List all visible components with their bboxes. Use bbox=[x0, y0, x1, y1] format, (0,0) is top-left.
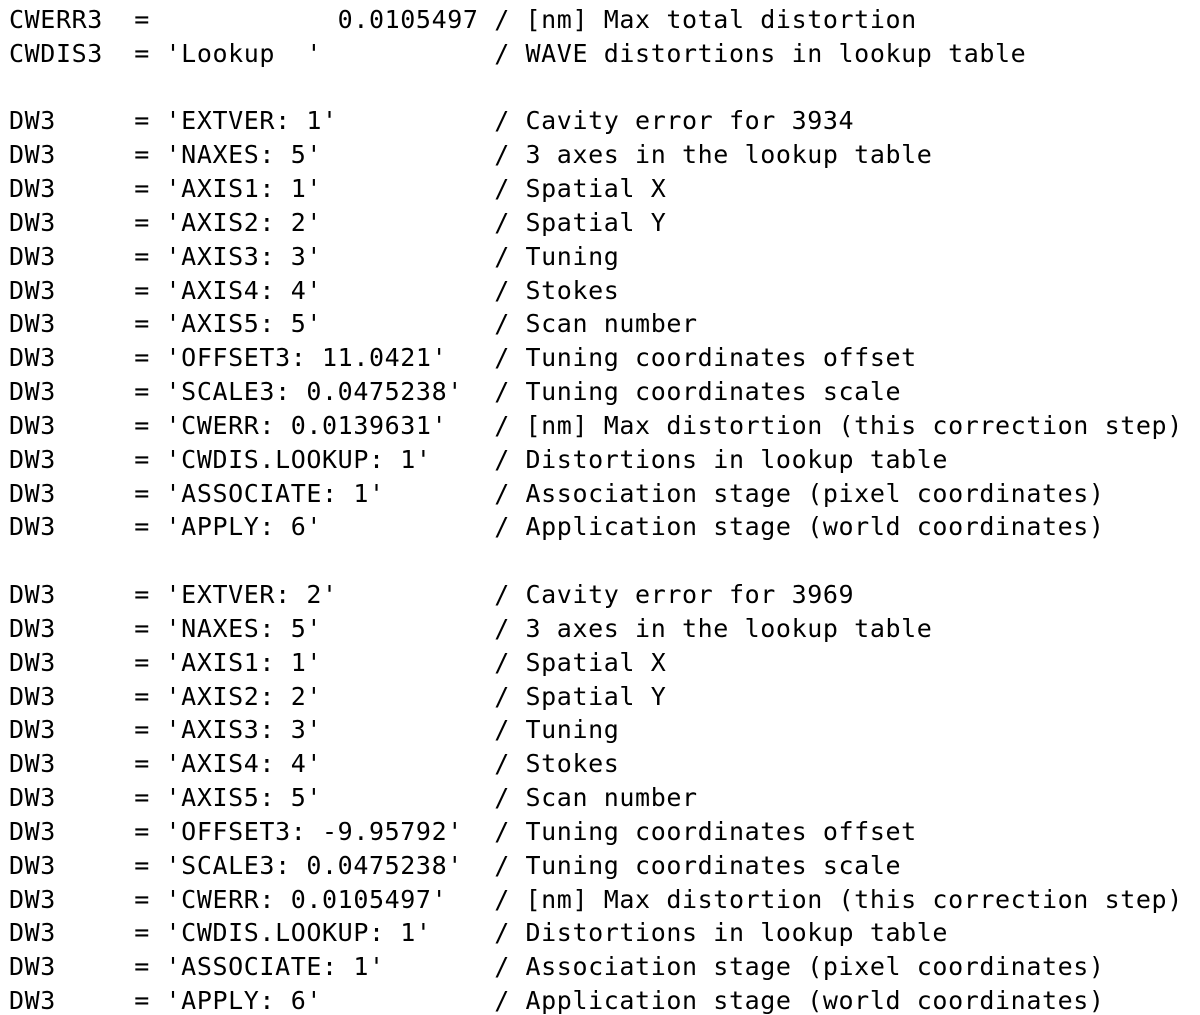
fits-card-line: DW3 = 'AXIS5: 5' / Scan number bbox=[9, 783, 698, 813]
fits-card-line: DW3 = 'CWDIS.LOOKUP: 1' / Distortions in… bbox=[9, 444, 949, 474]
fits-card-line: DW3 = 'AXIS2: 2' / Spatial Y bbox=[9, 207, 667, 237]
fits-card-line: CWDIS3 = 'Lookup ' / WAVE distortions in… bbox=[9, 38, 1027, 68]
fits-card-line: DW3 = 'CWDIS.LOOKUP: 1' / Distortions in… bbox=[9, 918, 949, 948]
fits-card-line: CWERR3 = 0.0105497 / [nm] Max total dist… bbox=[9, 5, 917, 34]
fits-card-line: DW3 = 'OFFSET3: 11.0421' / Tuning coordi… bbox=[9, 343, 917, 373]
fits-card-line: DW3 = 'OFFSET3: -9.95792' / Tuning coord… bbox=[9, 816, 917, 846]
fits-card-line: DW3 = 'CWERR: 0.0105497' / [nm] Max dist… bbox=[9, 884, 1183, 914]
fits-card-line: DW3 = 'AXIS3: 3' / Tuning bbox=[9, 715, 620, 745]
fits-card-line: DW3 = 'AXIS2: 2' / Spatial Y bbox=[9, 681, 667, 711]
fits-card-line: DW3 = 'AXIS1: 1' / Spatial X bbox=[9, 174, 667, 204]
fits-card-line: DW3 = 'AXIS4: 4' / Stokes bbox=[9, 275, 620, 305]
fits-card-line: DW3 = 'AXIS5: 5' / Scan number bbox=[9, 309, 698, 339]
fits-card-line: DW3 = 'APPLY: 6' / Application stage (wo… bbox=[9, 986, 1105, 1015]
fits-card-line: DW3 = 'AXIS3: 3' / Tuning bbox=[9, 241, 620, 271]
fits-card-line: DW3 = 'CWERR: 0.0139631' / [nm] Max dist… bbox=[9, 410, 1183, 440]
fits-card-line: DW3 = 'APPLY: 6' / Application stage (wo… bbox=[9, 512, 1105, 542]
blank-line bbox=[9, 71, 1200, 105]
fits-card-line: DW3 = 'AXIS4: 4' / Stokes bbox=[9, 749, 620, 779]
blank-line bbox=[9, 544, 1200, 578]
fits-card-line: DW3 = 'ASSOCIATE: 1' / Association stage… bbox=[9, 478, 1105, 508]
fits-card-line: DW3 = 'SCALE3: 0.0475238' / Tuning coord… bbox=[9, 377, 902, 407]
fits-card-line: DW3 = 'NAXES: 5' / 3 axes in the lookup … bbox=[9, 140, 933, 170]
fits-card-line: DW3 = 'NAXES: 5' / 3 axes in the lookup … bbox=[9, 613, 933, 643]
fits-card-line: DW3 = 'EXTVER: 1' / Cavity error for 393… bbox=[9, 106, 855, 136]
fits-card-line: DW3 = 'AXIS1: 1' / Spatial X bbox=[9, 647, 667, 677]
fits-card-line: DW3 = 'SCALE3: 0.0475238' / Tuning coord… bbox=[9, 850, 902, 880]
fits-card-line: DW3 = 'EXTVER: 2' / Cavity error for 396… bbox=[9, 580, 855, 610]
fits-card-line: DW3 = 'ASSOCIATE: 1' / Association stage… bbox=[9, 952, 1105, 982]
